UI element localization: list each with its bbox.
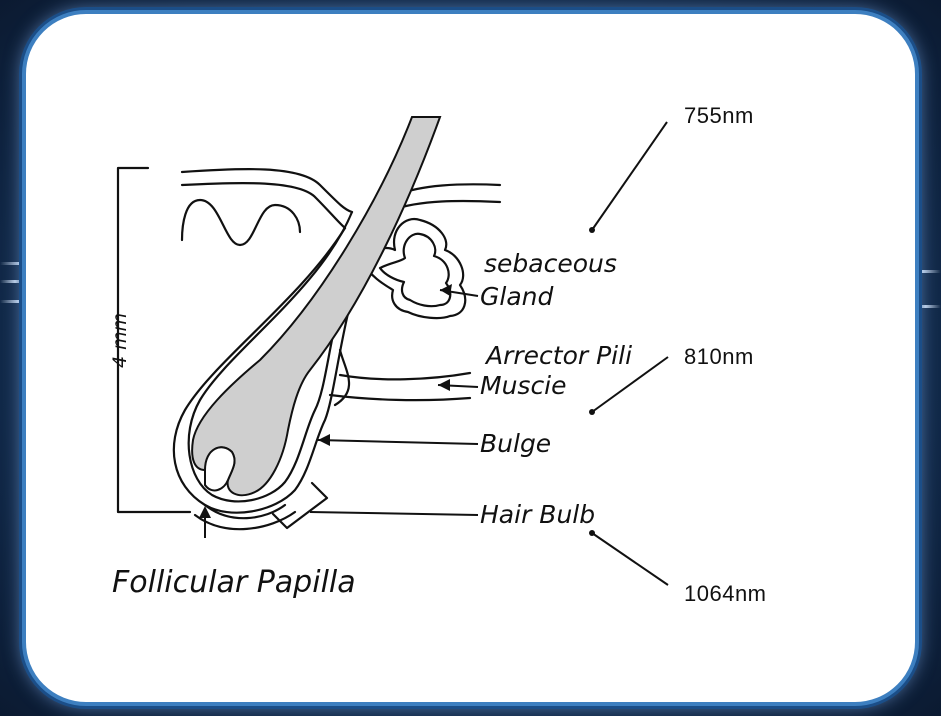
bulge-arrowhead (318, 434, 330, 446)
wavelength-810-label: 810nm (684, 344, 754, 369)
hair-shaft (192, 117, 440, 495)
skin-surface-line (182, 183, 345, 228)
diagram-card: sebaceous Gland Arrector Pili Muscie Bul… (22, 10, 919, 706)
sebaceous-label: sebaceous (484, 249, 617, 278)
wavelength-1064-dot (589, 530, 595, 536)
skin-surface-line (392, 201, 500, 210)
follicular-papilla-label: Follicular Papilla (112, 565, 356, 600)
skin-surface-line (182, 169, 352, 212)
hair-bulb-label: Hair Bulb (480, 500, 595, 529)
dermal-ridge (182, 200, 300, 245)
wavelength-1064-line (592, 533, 668, 585)
wavelength-755-dot (589, 227, 595, 233)
wavelength-1064-label: 1064nm (684, 581, 767, 606)
gland-arrowhead (440, 284, 452, 296)
bulge-arrow-line (318, 440, 478, 444)
muscle-arrowhead (438, 379, 450, 391)
depth-label: 4 mm (109, 313, 131, 368)
hair-bulb-bracket (273, 483, 327, 528)
sebaceous-gland-inner (380, 234, 450, 306)
gland-label: Gland (480, 282, 553, 311)
arrector-pili-muscle (340, 373, 470, 379)
arrector-pili-label: Arrector Pili (484, 341, 632, 370)
muscle-label: Muscie (480, 371, 567, 400)
hair-follicle-diagram: sebaceous Gland Arrector Pili Muscie Bul… (26, 14, 915, 702)
bulge-label: Bulge (480, 429, 551, 458)
wavelength-755-line (592, 122, 667, 230)
hair-bulb-arrow-line (310, 512, 478, 515)
arrector-pili-muscle (330, 395, 470, 400)
wavelength-755-label: 755nm (684, 103, 754, 128)
wavelength-810-dot (589, 409, 595, 415)
